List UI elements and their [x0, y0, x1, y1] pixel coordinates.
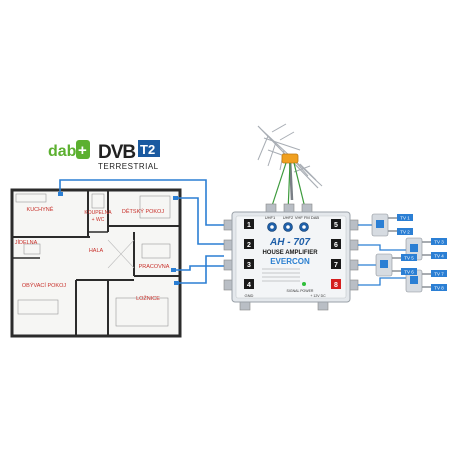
room-label-hala: HALA [89, 248, 104, 254]
port-6-label: 6 [334, 242, 338, 249]
dc-power-label: + 12V DC [310, 294, 326, 298]
tv-output-tags: TV 1 TV 2 TV 3 TV 4 TV 5 TV 6 TV 7 TV 8 [397, 214, 447, 291]
dvb-subtitle: TERRESTRIAL [98, 162, 159, 171]
port-1-label: 1 [247, 222, 251, 229]
tv-tag-6: TV 6 [404, 270, 414, 275]
amplifier-name: HOUSE AMPLIFIER [262, 250, 318, 256]
room-label-kuchyne: KUCHYNĚ [27, 205, 54, 213]
dvb-logo-text: DVB [98, 142, 135, 163]
dvb-t2-logo: DVB T2 TERRESTRIAL [98, 140, 160, 171]
room-label-jidelna: JÍDELNA [15, 239, 38, 246]
splitter-4 [405, 269, 432, 293]
tv-tag-1: TV 1 [400, 216, 410, 221]
tv-cables [358, 224, 408, 286]
dab-logo: dab + [46, 139, 90, 160]
tv-tag-5: TV 5 [404, 256, 414, 261]
tv-tag-7: TV 7 [434, 272, 444, 277]
amplifier-model: AH - 707 [269, 237, 310, 248]
dvb-t2-badge: T2 [140, 142, 155, 157]
port-7-label: 7 [334, 262, 338, 269]
gnd-label: GND [245, 293, 254, 298]
splitter-1 [371, 213, 398, 237]
port-5-label: 5 [334, 222, 338, 229]
room-label-detsky-pokoj: DĚTSKÝ POKOJ [122, 207, 164, 215]
signal-power-label: SIGNAL POWER [287, 289, 314, 293]
room-label-pracovna: PRACOVNA [139, 264, 170, 270]
power-led-icon [302, 282, 306, 286]
port-2-label: 2 [247, 242, 251, 249]
dab-logo-plus: + [78, 142, 87, 159]
input-label-uhf2: UHF2 [283, 215, 294, 220]
port-4-label: 4 [247, 282, 251, 289]
tv-tag-8: TV 8 [434, 286, 444, 291]
input-label-vhf: VHF FM DAB [295, 215, 320, 220]
amplifier-brand: EVERCON [270, 257, 310, 266]
amplifier-unit: UHF1 UHF2 VHF FM DAB AH - 707 HOUSE AMPL… [223, 203, 359, 311]
tv-tag-3: TV 3 [434, 240, 444, 245]
port-8-label: 8 [334, 282, 338, 289]
room-label-koupelna: KOUPELNA [84, 210, 112, 216]
input-label-uhf1: UHF1 [265, 215, 276, 220]
port-3-label: 3 [247, 262, 251, 269]
room-label-wc: + WC [92, 217, 105, 223]
tv-tag-4: TV 4 [434, 254, 444, 259]
house-cables [59, 179, 224, 284]
antenna-icon [257, 123, 323, 201]
splitter-3 [375, 253, 402, 277]
dab-logo-text: dab [48, 143, 77, 160]
room-label-loznice: LOŽNICE [136, 294, 160, 302]
tv-tag-2: TV 2 [400, 230, 410, 235]
floor-plan: KUCHYNĚ KOUPELNA + WC DĚTSKÝ POKOJ JÍDEL… [10, 188, 182, 338]
room-label-obyvaci-pokoj: OBÝVACÍ POKOJ [22, 282, 66, 289]
